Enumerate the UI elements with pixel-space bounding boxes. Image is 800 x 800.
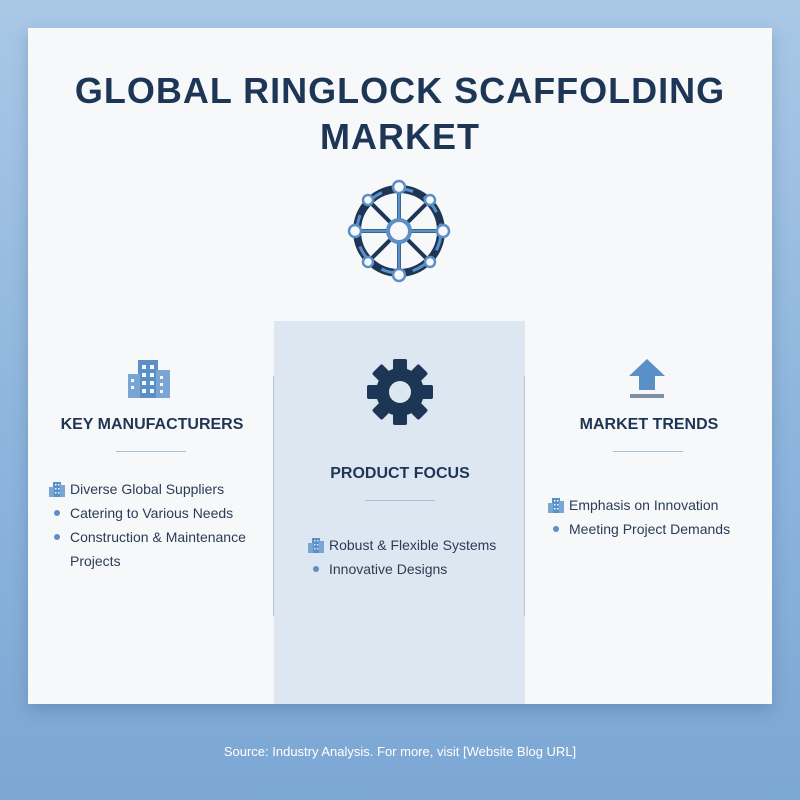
list-item: Innovative Designs (307, 557, 517, 581)
heading-underline (116, 451, 186, 452)
column-divider (524, 376, 525, 616)
product-focus-list: Robust & Flexible Systems Innovative Des… (307, 533, 517, 581)
list-item: Construction & Maintenance Projects (48, 525, 263, 573)
product-focus-heading: PRODUCT FOCUS (330, 465, 470, 482)
gear-icon (367, 359, 433, 425)
list-item: Catering to Various Needs (48, 501, 263, 525)
bullet-icon (553, 526, 559, 532)
bullet-icon (54, 510, 60, 516)
building-icon (547, 493, 569, 517)
bullet-icon (54, 534, 60, 540)
building-icon (128, 360, 170, 398)
source-footnote: Source: Industry Analysis. For more, vis… (223, 744, 577, 759)
list-item: Robust & Flexible Systems (307, 533, 517, 557)
heading-underline (613, 451, 683, 452)
list-item: Diverse Global Suppliers (48, 477, 263, 501)
up-arrow-icon (629, 359, 665, 398)
list-item: Meeting Project Demands (547, 517, 762, 541)
page-title: GLOBAL RINGLOCK SCAFFOLDING MARKET (74, 70, 726, 157)
column-divider (273, 376, 274, 616)
market-trends-list: Emphasis on Innovation Meeting Project D… (547, 493, 762, 541)
market-trends-heading: MARKET TRENDS (579, 416, 719, 433)
heading-underline (365, 500, 435, 501)
bullet-icon (313, 566, 319, 572)
list-item: Emphasis on Innovation (547, 493, 762, 517)
building-icon (307, 533, 329, 557)
key-manufacturers-list: Diverse Global Suppliers Catering to Var… (48, 477, 263, 573)
key-manufacturers-heading: KEY MANUFACTURERS (60, 416, 244, 433)
building-icon (48, 477, 70, 501)
ringlock-hub-icon (347, 179, 451, 283)
